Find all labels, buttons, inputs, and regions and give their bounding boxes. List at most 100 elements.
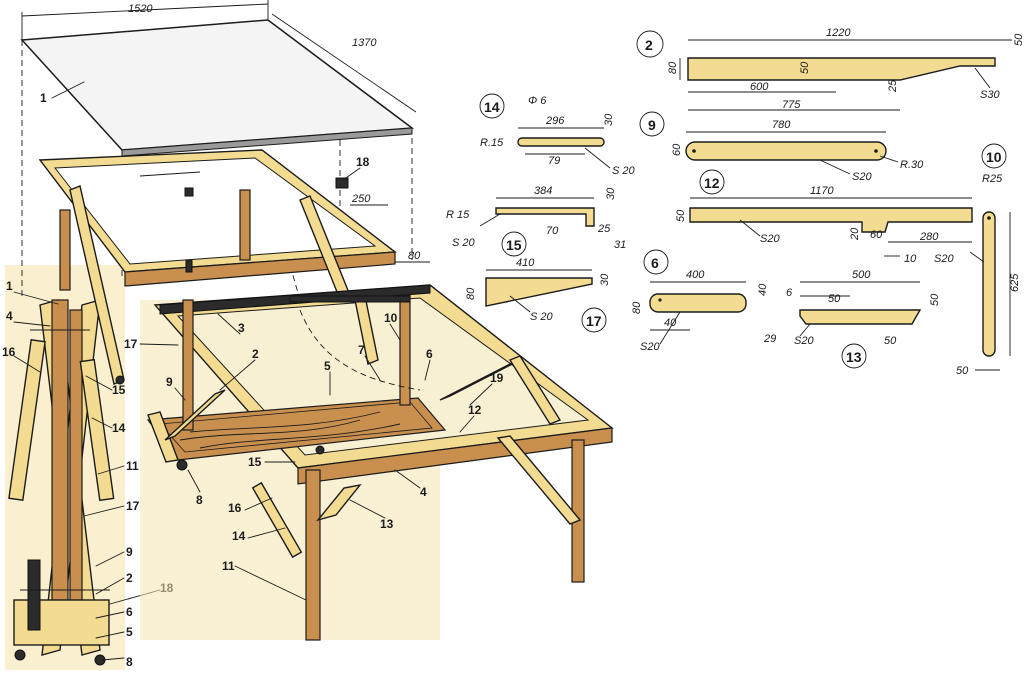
assembly-label-12: 12 [468,403,482,417]
part-17-s: S 20 [530,311,554,323]
assembly-label-15: 15 [248,455,262,469]
part-2-d4: 25 [887,79,899,93]
folded-hinge-plate [27,559,41,631]
folded-label-11: 11 [126,459,139,473]
dim-top-depth: 1370 [352,37,377,49]
part-17-h1: 80 [465,287,477,300]
part-10-r: R25 [982,173,1003,185]
folded-label-14: 14 [112,421,126,435]
dim-80: 80 [408,250,421,262]
part-13-d3: 50 [929,293,941,306]
part-15-h: 30 [605,187,617,200]
part-2-d1: 600 [750,81,769,93]
assembly-label-11: 11 [222,559,235,573]
part-9-s: S20 [852,171,872,183]
part-15-detail: 15 384 R 15 30 70 25 31 S 20 [446,185,626,257]
part-2-height: 80 [667,61,679,74]
part-13-d1: 6 [786,287,793,299]
folded-brace-right [79,358,115,502]
part-13-d2: 50 [828,293,841,305]
part-9-length: 780 [772,119,791,131]
exploded-assembly: 1520 1370 250 80 [20,0,614,641]
part-12-length: 1170 [810,185,835,197]
part-9-r: R.30 [900,159,924,171]
part-6-d1: 40 [664,317,677,329]
part-13-id: 13 [846,349,862,365]
part-2-detail: 2 1220 80 50 600 775 50 25 S30 [636,27,1024,111]
part-15-r: R 15 [446,209,470,221]
folded-label-16: 16 [2,345,16,359]
part-14-id: 14 [484,99,500,115]
part-14-s: S 20 [612,165,636,177]
part-17-length: 410 [516,257,535,269]
folded-label-2: 2 [126,571,133,585]
part-6-s: S20 [640,341,660,353]
assembly-label-4: 4 [420,485,427,499]
part-6-length: 400 [686,269,705,281]
part-14-slot: 79 [548,155,560,167]
assembly-label-16: 16 [228,501,242,515]
part-13-d5: 50 [884,335,897,347]
part-13-length: 500 [852,269,871,281]
part-2-id: 2 [645,37,653,53]
assembly-label-13: 13 [380,517,394,531]
part-6-h2: 40 [757,283,769,296]
assembly-label-19: 19 [490,371,504,385]
folded-label-17: 17 [126,499,140,513]
assembly-label-10: 10 [384,311,398,325]
assembly-label-2: 2 [252,347,259,361]
folded-center-post [51,299,69,641]
part-15-s: S 20 [452,237,476,249]
part-6-h1: 80 [631,301,643,314]
assembly-label-5: 5 [324,359,331,373]
folded-label-1: 1 [6,279,13,293]
part-15-d3: 31 [614,239,626,251]
part-2-s: S30 [980,89,1000,101]
part-10-detail: 10 R25 625 50 S20 [934,143,1021,377]
part-12-detail: 12 1170 50 S20 20 60 280 10 [675,169,973,265]
part-2-d2: 775 [782,99,801,111]
folded-label-5: 5 [126,625,133,639]
part-17-h2: 30 [599,273,611,286]
part-14-r: R.15 [480,137,504,149]
dim-top-width: 1520 [128,3,153,15]
folded-post-b [69,309,83,641]
part-12-d2: 60 [870,229,883,241]
part-12-d1: 20 [849,227,861,241]
dim-250: 250 [351,193,371,205]
part-13-s: S20 [794,335,814,347]
part-9-height: 60 [671,143,683,156]
assembly-label-8: 8 [196,493,203,507]
assembly-label-6: 6 [426,347,433,361]
assembly-label-18: 18 [356,155,370,169]
part-15-length: 384 [534,185,552,197]
part-15-d2: 25 [597,223,611,235]
part-12-d3: 280 [919,231,939,243]
part-12-id: 12 [704,175,720,191]
part-12-d4: 10 [904,253,917,265]
part-10-id: 10 [986,149,1002,165]
part-15-id: 15 [506,237,522,253]
part-14-hole: Φ 6 [528,95,547,107]
part-14-detail: 14 Φ 6 296 R.15 30 79 S 20 [479,93,636,177]
part-10-length: 625 [1009,273,1021,292]
folded-label-9: 9 [126,545,133,559]
part-2-length: 1220 [826,27,851,39]
part-10-width: 50 [956,365,969,377]
part-10-s: S20 [934,253,954,265]
assembly-label-7: 7 [358,343,365,357]
folded-label-6: 6 [126,605,133,619]
part-2-end: 50 [1013,33,1024,46]
part-17-id: 17 [586,313,602,329]
part-15-d1: 70 [546,225,559,237]
part-14-length: 296 [545,115,565,127]
folded-wheel-left [14,649,26,661]
part-6-id: 6 [651,255,659,271]
part-9-detail: 9 780 60 R.30 S20 [639,111,924,183]
folded-brace-left [8,339,46,501]
folded-label-15: 15 [112,383,126,397]
part-12-height: 50 [675,209,687,222]
assembly-label-14: 14 [232,529,246,543]
part-13-detail: 13 500 6 50 50 29 50 S20 [763,269,941,369]
